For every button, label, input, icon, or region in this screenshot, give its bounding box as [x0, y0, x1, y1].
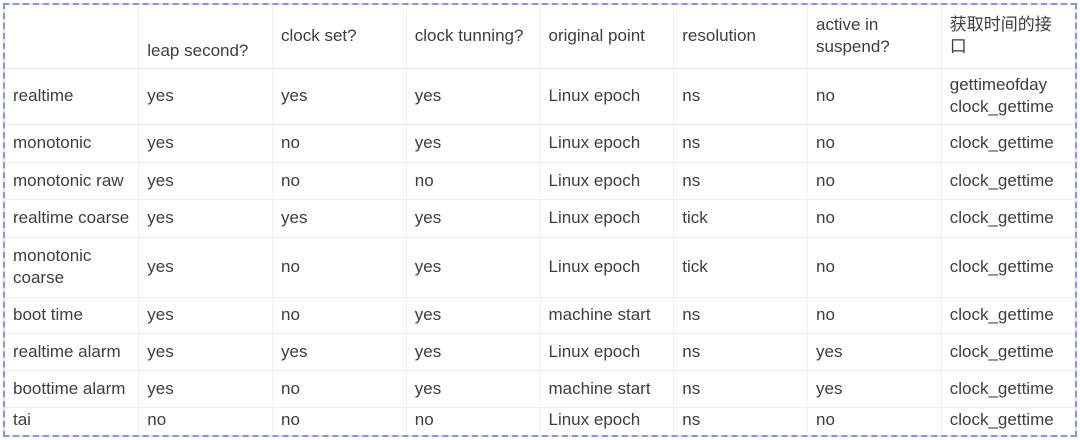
row-label: monotonic [5, 124, 139, 163]
cell-active-in-suspend: no [807, 237, 942, 298]
cell-time-api: clock_gettime [940, 162, 1075, 200]
cell-original-point: Linux epoch [539, 162, 674, 200]
col-header-resolution: resolution [673, 5, 808, 69]
cell-resolution: tick [673, 237, 808, 298]
cell-time-api: clock_gettime [940, 124, 1075, 163]
header-row: leap second? clock set? clock tunning? o… [5, 5, 1075, 69]
cell-clock-tunning: yes [405, 68, 540, 125]
col-header-time-api: 获取时间的接口 [940, 5, 1075, 69]
cell-leap-second: yes [138, 333, 273, 371]
cell-resolution: ns [673, 333, 808, 371]
table-row-realtime-coarse: realtime coarse yes yes yes Linux epoch … [5, 199, 1075, 238]
cell-original-point: Linux epoch [539, 68, 674, 125]
cell-resolution: ns [673, 370, 808, 408]
cell-resolution: ns [673, 68, 808, 125]
cell-resolution: ns [673, 162, 808, 200]
cell-time-api: clock_gettime [940, 199, 1075, 238]
cell-original-point: Linux epoch [539, 199, 674, 238]
cell-original-point: Linux epoch [539, 237, 674, 298]
cell-leap-second: yes [138, 124, 273, 163]
table-row-realtime: realtime yes yes yes Linux epoch ns no g… [5, 68, 1075, 125]
col-header-leap-second: leap second? [138, 5, 273, 69]
cell-clock-set: no [272, 370, 407, 408]
cell-time-api: clock_gettime [940, 407, 1075, 433]
row-label: realtime [5, 68, 139, 125]
cell-clock-tunning: yes [405, 124, 540, 163]
cell-resolution: tick [673, 199, 808, 238]
cell-clock-tunning: yes [405, 297, 540, 334]
row-label: monotonic raw [5, 162, 139, 200]
row-label: realtime alarm [5, 333, 139, 371]
cell-active-in-suspend: no [807, 162, 942, 200]
cell-leap-second: yes [138, 162, 273, 200]
cell-active-in-suspend: no [807, 124, 942, 163]
col-header-active-in-suspend: active in suspend? [807, 5, 942, 69]
cell-active-in-suspend: no [807, 68, 942, 125]
cell-original-point: machine start [539, 370, 674, 408]
table-row-realtime-alarm: realtime alarm yes yes yes Linux epoch n… [5, 333, 1075, 371]
table-row-monotonic-coarse: monotonic coarse yes no yes Linux epoch … [5, 237, 1075, 298]
row-label: realtime coarse [5, 199, 139, 238]
cell-leap-second: yes [138, 68, 273, 125]
cell-clock-set: yes [272, 333, 407, 371]
cell-clock-set: yes [272, 199, 407, 238]
cell-time-api: clock_gettime [940, 237, 1075, 298]
cell-active-in-suspend: no [807, 297, 942, 334]
cell-original-point: Linux epoch [539, 124, 674, 163]
cell-leap-second: yes [138, 370, 273, 408]
table-container: leap second? clock set? clock tunning? o… [5, 5, 1075, 435]
cell-clock-tunning: no [405, 407, 540, 433]
cell-time-api: gettimeofday clock_gettime [940, 68, 1075, 125]
table-row-monotonic-raw: monotonic raw yes no no Linux epoch ns n… [5, 162, 1075, 200]
cell-clock-set: no [272, 124, 407, 163]
cell-resolution: ns [673, 407, 808, 433]
cell-clock-set: no [272, 407, 407, 433]
cell-time-api: clock_gettime [940, 297, 1075, 334]
row-label: tai [13, 410, 31, 430]
cell-clock-set: no [272, 162, 407, 200]
col-header-original-point: original point [539, 5, 674, 69]
cell-clock-tunning: yes [405, 237, 540, 298]
row-label: boottime alarm [5, 370, 139, 408]
cell-leap-second: no [138, 407, 273, 433]
col-header-clock-set: clock set? [272, 5, 407, 69]
cell-leap-second: yes [138, 199, 273, 238]
cell-active-in-suspend: no [807, 407, 942, 433]
table-row-boottime-alarm: boottime alarm yes no yes machine start … [5, 370, 1075, 408]
cell-resolution: ns [673, 297, 808, 334]
cell-clock-set: no [272, 237, 407, 298]
row-label: boot time [5, 297, 139, 334]
cell-leap-second: yes [138, 237, 273, 298]
cell-clock-set: no [272, 297, 407, 334]
table-row-boot-time: boot time yes no yes machine start ns no… [5, 297, 1075, 334]
cell-clock-tunning: no [405, 162, 540, 200]
cell-clock-tunning: yes [405, 333, 540, 371]
cell-resolution: ns [673, 124, 808, 163]
cell-original-point: machine start [539, 297, 674, 334]
table-row-tai: tai no no no Linux epoch ns no clock_get… [5, 407, 1075, 433]
cell-clock-tunning: yes [405, 370, 540, 408]
cell-original-point: Linux epoch [539, 407, 674, 433]
cell-original-point: Linux epoch [539, 333, 674, 371]
linux-clock-types-table: leap second? clock set? clock tunning? o… [5, 5, 1075, 433]
cell-clock-tunning: yes [405, 199, 540, 238]
cell-active-in-suspend: no [807, 199, 942, 238]
row-label: monotonic coarse [5, 237, 139, 298]
cell-clock-set: yes [272, 68, 407, 125]
col-header-clock-tunning: clock tunning? [405, 5, 540, 69]
table-row-monotonic: monotonic yes no yes Linux epoch ns no c… [5, 124, 1075, 163]
cell-time-api: clock_gettime [940, 370, 1075, 408]
col-header-clock-name [5, 5, 139, 69]
cell-time-api: clock_gettime [940, 333, 1075, 371]
cell-active-in-suspend: yes [807, 370, 942, 408]
cell-leap-second: yes [138, 297, 273, 334]
cell-active-in-suspend: yes [807, 333, 942, 371]
